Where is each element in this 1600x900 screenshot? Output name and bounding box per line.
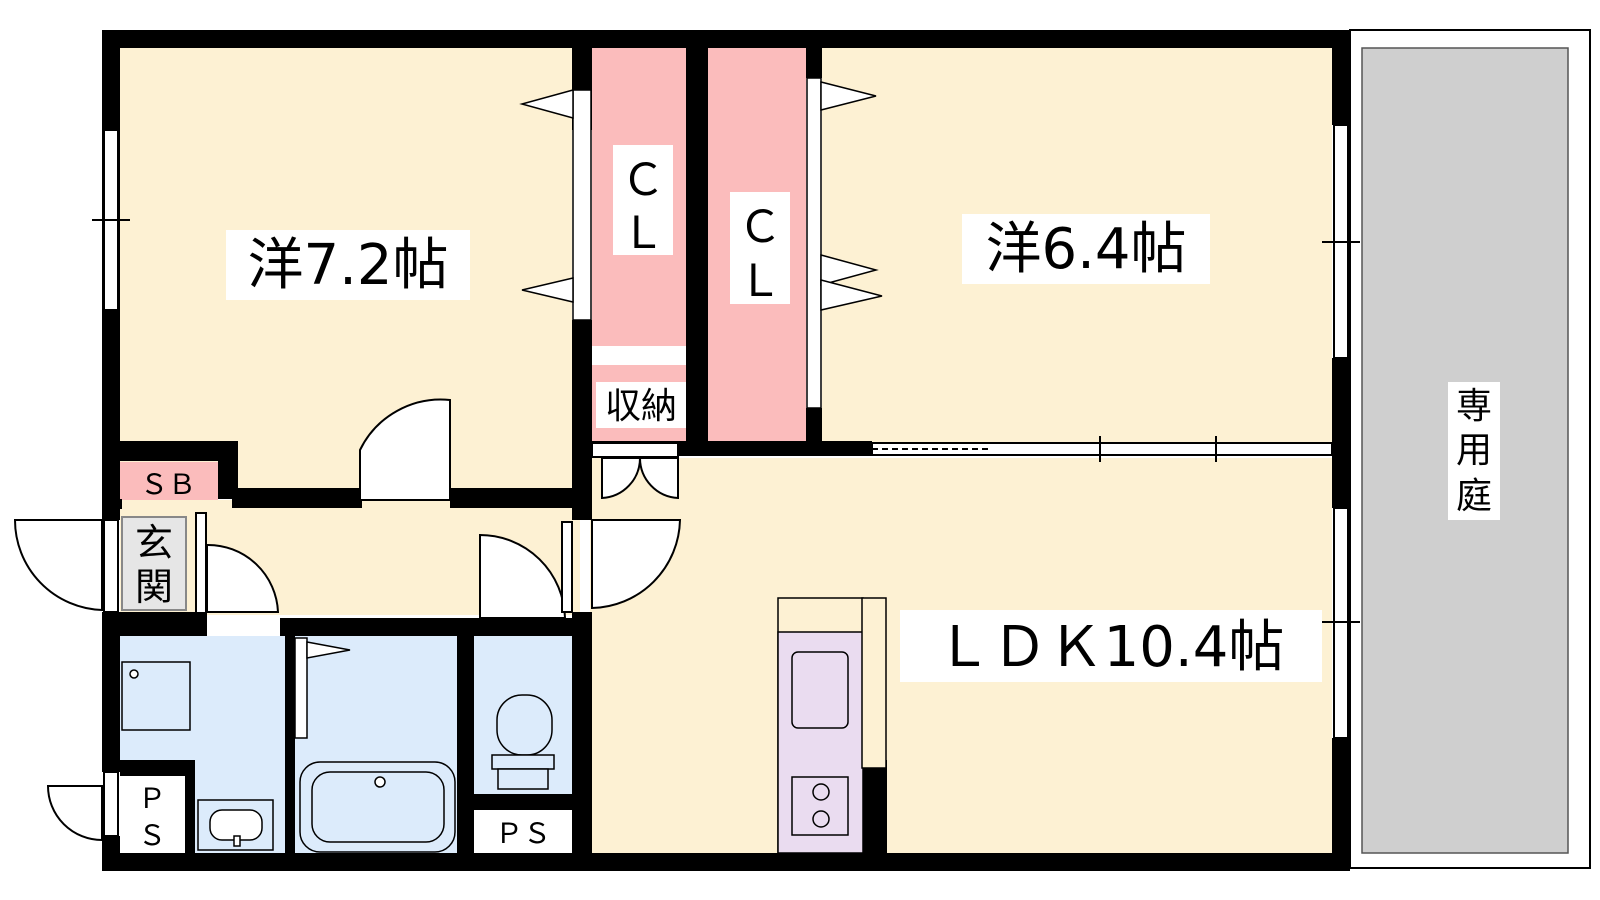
label-garden-2: 用 — [1456, 430, 1492, 471]
walls — [102, 30, 1350, 871]
door-ps-left — [46, 785, 103, 842]
sliding-door-ldk — [871, 436, 1333, 462]
label-western-room-b: 洋6.4帖 — [985, 217, 1186, 282]
label-bg-closet-b — [730, 192, 790, 304]
door-storage — [601, 457, 679, 500]
label-bg-closet-a — [613, 145, 673, 255]
kitchen-sink — [791, 651, 849, 729]
label-storage: 収納 — [605, 386, 677, 427]
label-bg-entrance — [121, 516, 187, 611]
door-entrance — [13, 519, 103, 612]
toilet — [496, 694, 553, 756]
label-bg-garden — [1448, 382, 1500, 520]
label-entrance-1: 玄 — [135, 521, 173, 565]
label-ldk: ＬＤＫ10.4帖 — [936, 615, 1285, 680]
label-bg-ldk — [900, 610, 1322, 682]
door-ldk-hall — [591, 519, 682, 610]
shoe-box — [120, 462, 218, 500]
label-bg-western-a — [226, 230, 470, 300]
door-western-a — [359, 398, 451, 501]
label-closet-a-2: Ｌ — [621, 208, 665, 259]
label-ps-left-2: Ｓ — [138, 819, 166, 852]
fixtures — [121, 597, 887, 854]
label-bg-western-b — [962, 214, 1210, 284]
windows — [92, 124, 1360, 837]
label-closet-b-2: Ｌ — [738, 256, 782, 307]
label-garden-3: 庭 — [1456, 476, 1492, 517]
door-washroom — [206, 543, 280, 613]
label-garden-1: 専 — [1456, 386, 1492, 427]
closet-a-doors — [519, 89, 592, 321]
label-closet-a-1: Ｃ — [621, 155, 665, 206]
label-western-room-a: 洋7.2帖 — [247, 233, 448, 298]
closet-b-doors — [806, 77, 883, 409]
label-entrance-2: 関 — [135, 565, 173, 609]
ps-bottom-box — [474, 810, 572, 853]
ps-left-box — [120, 776, 185, 853]
label-bg-storage — [596, 382, 686, 428]
swing-doors — [13, 398, 682, 842]
label-closet-b-1: Ｃ — [738, 202, 782, 253]
label-ps-left-1: Ｐ — [138, 782, 166, 815]
label-shoe-box: ＳＢ — [140, 468, 196, 501]
label-ps-bottom: ＰＳ — [495, 817, 551, 850]
